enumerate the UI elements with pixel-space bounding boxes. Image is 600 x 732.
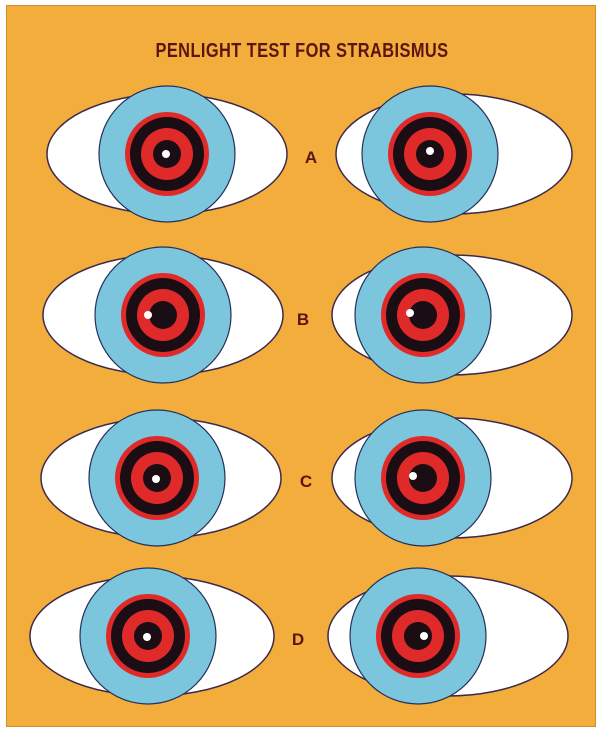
corneal-reflex: [406, 309, 414, 317]
right-eye-c: [332, 410, 572, 546]
eye-row-b: B: [43, 247, 572, 383]
right-eye-d: [328, 568, 568, 704]
row-label-c: C: [300, 472, 312, 491]
row-label-b: B: [297, 310, 309, 329]
left-eye-a: [47, 86, 287, 222]
right-eye-b: [332, 247, 572, 383]
corneal-reflex: [420, 632, 428, 640]
corneal-reflex: [152, 475, 160, 483]
corneal-reflex: [143, 633, 151, 641]
left-eye-c: [41, 410, 281, 546]
corneal-reflex: [162, 150, 170, 158]
left-eye-d: [30, 568, 274, 704]
eye-row-a: A: [47, 86, 572, 222]
row-label-a: A: [305, 148, 317, 167]
corneal-reflex: [426, 147, 434, 155]
corneal-reflex: [144, 311, 152, 319]
left-eye-b: [43, 247, 283, 383]
right-eye-a: [336, 86, 572, 222]
eye-row-d: D: [30, 568, 568, 704]
corneal-reflex: [409, 472, 417, 480]
row-label-d: D: [292, 630, 304, 649]
eye-row-c: C: [41, 410, 572, 546]
